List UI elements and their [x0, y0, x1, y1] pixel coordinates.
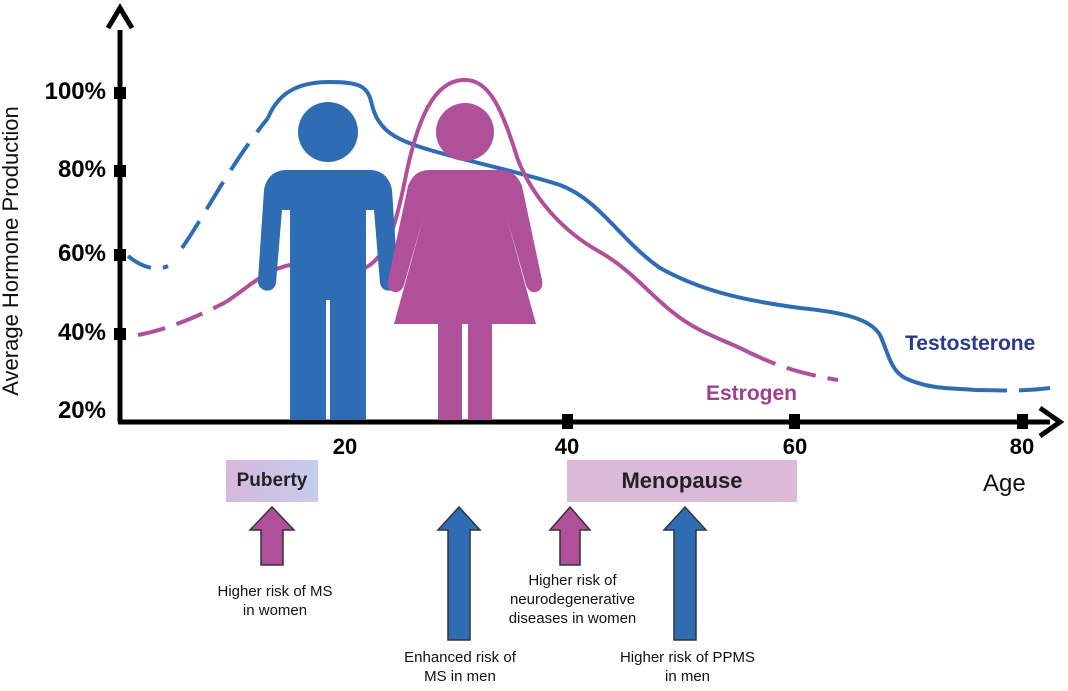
y-tick — [114, 328, 126, 340]
arrow-women-menopause — [548, 505, 592, 566]
y-tick-label: 60% — [57, 240, 106, 267]
arrow-men-ms — [436, 505, 482, 641]
arrow-men-ppms — [662, 505, 708, 641]
x-tick — [562, 414, 573, 429]
y-tick-label: 100% — [44, 78, 106, 105]
note-line: in women — [242, 602, 308, 619]
note-line: MS in men — [424, 668, 496, 685]
arrow-women-puberty — [248, 505, 296, 566]
series-testosterone — [126, 79, 1051, 393]
x-tick-label: 60 — [782, 434, 808, 459]
x-tick-label: 80 — [1009, 434, 1035, 459]
female-figure-icon — [387, 103, 543, 420]
puberty-box: Puberty — [226, 460, 318, 502]
y-tick — [114, 87, 126, 99]
estrogen-line-dashed-end — [747, 350, 839, 382]
x-tick — [789, 414, 800, 429]
testosterone-line-dashed-start — [126, 254, 169, 271]
estrogen-line-dashed-start — [137, 300, 227, 337]
note-line: Higher risk of PPMS — [619, 649, 756, 666]
y-tick-label: 20% — [57, 397, 106, 424]
note-line: Higher risk of — [528, 572, 617, 589]
note-men-ms: Enhanced risk of MS in men — [380, 648, 540, 686]
testosterone-line-solid — [266, 79, 976, 392]
testosterone-line-dashed-end — [974, 386, 1051, 393]
x-axis-title: Age — [983, 470, 1026, 497]
male-figure-icon — [257, 102, 399, 420]
testosterone-line-dashed-rise — [180, 116, 270, 250]
y-tick — [114, 165, 126, 177]
x-tick-label: 20 — [332, 434, 358, 459]
y-tick-label: 80% — [57, 156, 106, 183]
y-tick — [114, 249, 126, 261]
testosterone-label: Testosterone — [905, 332, 1036, 355]
note-line: Enhanced risk of — [404, 649, 516, 666]
x-axis-arrowhead — [1038, 405, 1065, 439]
note-women-neuro: Higher risk of neurodegenerative disease… — [490, 571, 655, 628]
x-tick-label: 40 — [554, 434, 580, 459]
y-axis-arrowhead — [105, 3, 135, 30]
estrogen-label: Estrogen — [706, 382, 798, 405]
note-line: Higher risk of MS — [217, 583, 333, 600]
note-line: neurodegenerative — [509, 591, 636, 608]
note-line: diseases in women — [508, 610, 637, 627]
x-tick — [1017, 414, 1028, 429]
note-women-ms: Higher risk of MS in women — [190, 582, 360, 620]
y-tick-label: 40% — [57, 319, 106, 346]
note-line: in men — [664, 668, 711, 685]
y-axis-title: Average Hormone Production — [0, 106, 23, 396]
menopause-box: Menopause — [567, 460, 797, 502]
note-men-ppms: Higher risk of PPMS in men — [595, 648, 780, 686]
